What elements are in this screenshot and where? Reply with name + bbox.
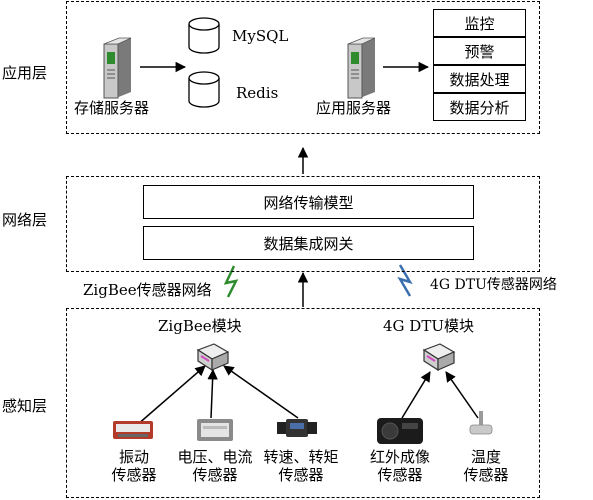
perception-layer-label: 感知层 xyxy=(2,397,48,415)
app-server-label: 应用服务器 xyxy=(316,99,392,117)
wireless-icon xyxy=(397,264,413,297)
sensor-label-infrared: 红外成像 传感器 xyxy=(369,448,430,484)
mysql-db-icon xyxy=(188,17,220,54)
redis-label: Redis xyxy=(236,84,279,102)
redis-db-icon xyxy=(188,71,220,108)
application-layer-label: 应用层 xyxy=(2,64,48,82)
network-layer-label: 网络层 xyxy=(2,211,48,229)
temperature-sensor-icon xyxy=(469,411,493,435)
storage-server-label: 存储服务器 xyxy=(74,99,150,117)
speed-torque-sensor-icon xyxy=(277,419,317,437)
arrow-speed-to-zigbee xyxy=(223,365,299,419)
vibration-sensor-icon xyxy=(113,421,153,439)
function-monitor: 监控 xyxy=(433,9,526,37)
zigbee-network-label: ZigBee传感器网络 xyxy=(83,281,212,299)
sensor-label-speed-torque: 转速、转矩 传感器 xyxy=(263,448,339,484)
network-transmission-model: 网络传输模型 xyxy=(143,185,474,219)
arrow-vibration-to-zigbee xyxy=(136,365,206,426)
voltage-current-sensor-icon xyxy=(197,419,233,441)
wireless-icon xyxy=(223,265,239,298)
application-layer-box xyxy=(66,1,540,134)
arrow-infrared-to-dtu xyxy=(401,371,431,419)
function-data-analysis: 数据分析 xyxy=(433,93,526,121)
network-layer-box xyxy=(66,176,540,272)
zigbee-module-label: ZigBee模块 xyxy=(158,317,242,335)
sensor-label-vibration: 振动 传感器 xyxy=(111,448,157,484)
function-data-processing: 数据处理 xyxy=(433,65,526,93)
mysql-label: MySQL xyxy=(232,27,289,45)
arrow-voltage-to-zigbee xyxy=(207,368,218,419)
dtu-network-label: 4G DTU传感器网络 xyxy=(430,277,557,293)
arrow-temperature-to-dtu xyxy=(445,371,479,419)
perception-layer-box xyxy=(66,308,540,498)
dtu-module-label: 4G DTU模块 xyxy=(383,317,474,335)
data-integration-gateway: 数据集成网关 xyxy=(143,226,474,260)
infrared-imaging-sensor-icon xyxy=(377,418,423,444)
sensor-label-temperature: 温度 传感器 xyxy=(463,448,509,484)
sensor-label-voltage-current: 电压、电流 传感器 xyxy=(177,448,253,484)
function-warning: 预警 xyxy=(433,37,526,65)
